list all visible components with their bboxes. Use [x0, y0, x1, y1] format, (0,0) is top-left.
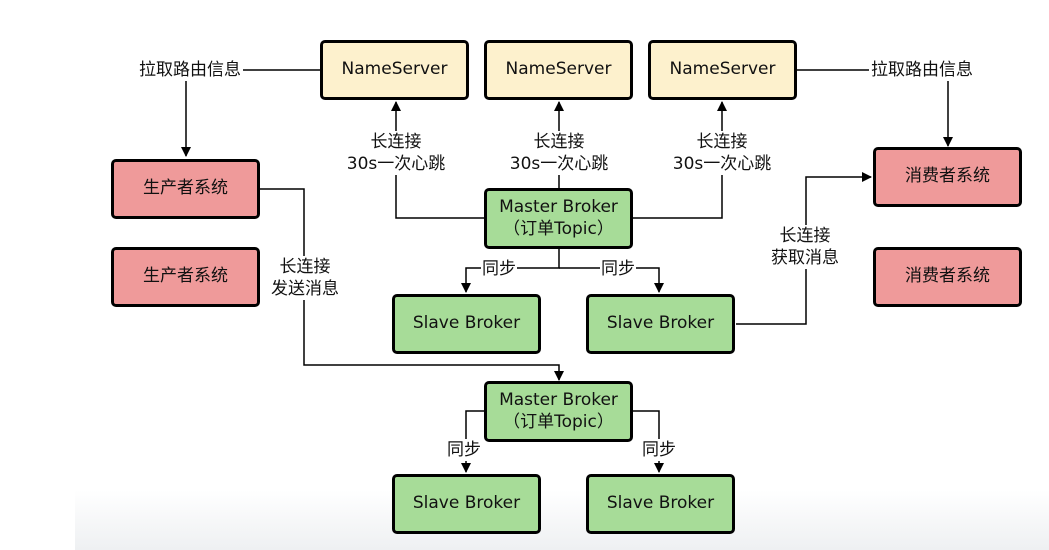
nameserver-node: NameServer	[484, 40, 633, 100]
slave-broker-node: Slave Broker	[586, 294, 735, 354]
edge-send	[260, 188, 564, 381]
nameserver-node: NameServer	[648, 40, 797, 100]
edge-label-send-message: 长连接发送消息	[265, 256, 345, 300]
consumer-node: 消费者系统	[873, 147, 1022, 207]
edge-label-sync: 同步	[446, 439, 482, 461]
slave-broker-node: Slave Broker	[392, 294, 541, 354]
edge-pull-route-right	[797, 69, 953, 147]
slave-broker-node: Slave Broker	[586, 474, 735, 534]
master-broker-node: Master Broker （订单Topic）	[484, 188, 633, 249]
edge-label-fetch-message: 长连接获取消息	[764, 225, 846, 269]
edge-sync-2	[559, 267, 664, 293]
background-fade	[75, 490, 1049, 550]
edge-label-sync: 同步	[481, 258, 517, 280]
edge-label-pull-route: 拉取路由信息	[869, 59, 975, 81]
edge-pull-route-left	[181, 69, 320, 157]
producer-node: 生产者系统	[111, 247, 260, 307]
nameserver-node: NameServer	[320, 40, 469, 100]
master-broker-node: Master Broker （订单Topic）	[484, 381, 633, 442]
edge-label-sync: 同步	[641, 439, 677, 461]
edge-label-pull-route: 拉取路由信息	[137, 59, 243, 81]
slave-broker-node: Slave Broker	[392, 474, 541, 534]
consumer-node: 消费者系统	[873, 247, 1022, 307]
edge-label-sync: 同步	[600, 258, 636, 280]
producer-node: 生产者系统	[111, 159, 260, 219]
